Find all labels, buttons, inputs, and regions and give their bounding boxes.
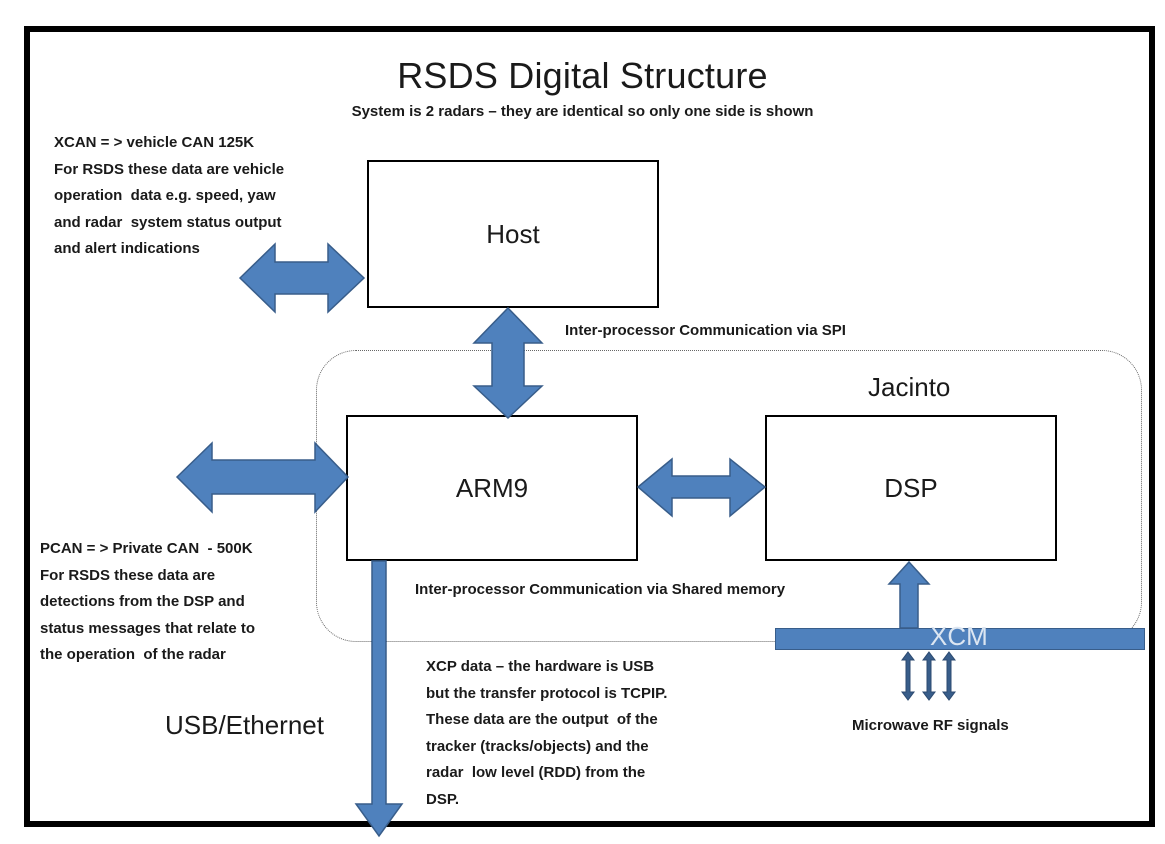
xcm-label: XCM — [930, 621, 988, 651]
rf-signal-arrow-2 — [922, 651, 936, 701]
arm9-block: ARM9 — [346, 415, 638, 561]
host-label: Host — [486, 218, 540, 249]
pcan-double-arrow — [175, 441, 350, 514]
diagram-title: RSDS Digital Structure — [397, 55, 768, 96]
dsp-block: DSP — [765, 415, 1057, 561]
rf-signal-arrow-3 — [942, 651, 956, 701]
rf-signals-label: Microwave RF signals — [852, 717, 1009, 734]
dsp-label: DSP — [884, 472, 938, 503]
xcan-double-arrow — [238, 242, 366, 314]
xcp-note: XCP data – the hardware is USB but the t… — [426, 658, 668, 808]
diagram-subtitle: System is 2 radars – they are identical … — [351, 103, 814, 120]
xcm-bar — [775, 628, 1145, 650]
usb-ethernet-label: USB/Ethernet — [165, 710, 324, 740]
host-block: Host — [367, 160, 659, 308]
shared-memory-label: Inter-processor Communication via Shared… — [415, 581, 786, 598]
pcan-note: PCAN = > Private CAN - 500K For RSDS the… — [40, 540, 256, 663]
jacinto-label: Jacinto — [868, 372, 951, 402]
rf-signal-arrow-1 — [901, 651, 915, 701]
usb-ethernet-down-arrow — [354, 560, 404, 838]
arm9-label: ARM9 — [455, 472, 529, 503]
xcan-note: XCAN = > vehicle CAN 125K For RSDS these… — [54, 134, 285, 257]
arm9-dsp-double-arrow — [636, 457, 767, 518]
spi-label: Inter-processor Communication via SPI — [565, 322, 846, 339]
spi-double-arrow — [472, 306, 544, 420]
xcm-dsp-up-arrow — [887, 560, 931, 629]
